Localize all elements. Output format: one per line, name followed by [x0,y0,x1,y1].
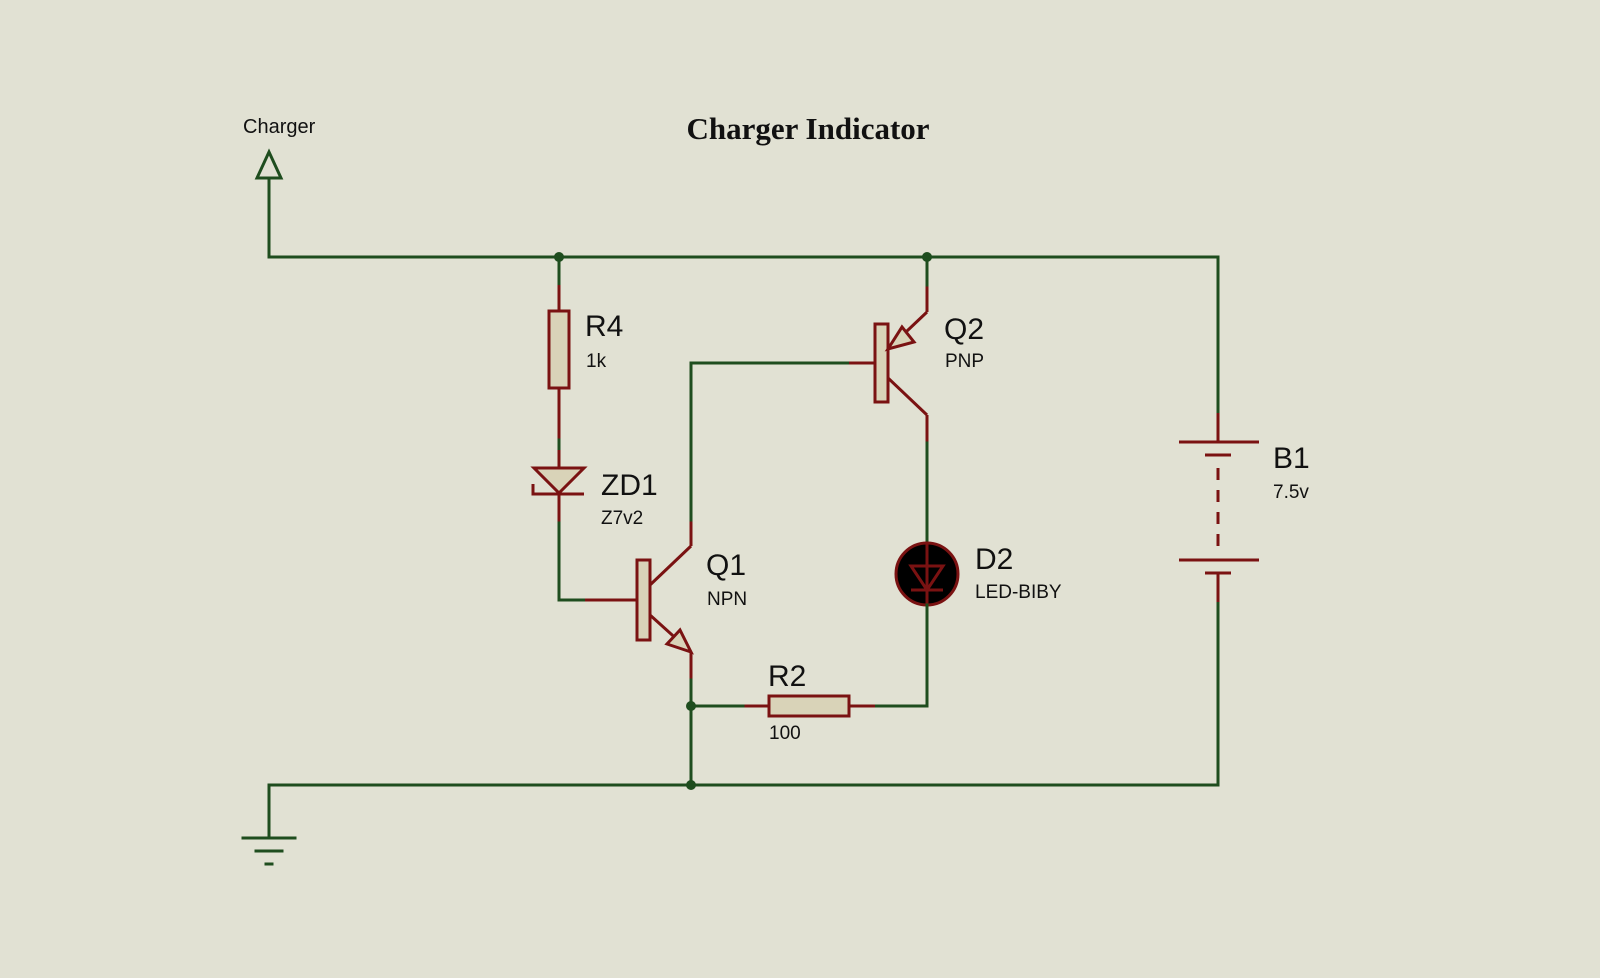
wire [873,603,929,708]
zener-bar-icon [531,484,584,496]
resistor-r4[interactable]: R4 1k [547,255,623,440]
npn-arrow-icon [664,627,694,655]
q1-value-label: NPN [707,589,747,610]
b1-value-label: 7.5v [1273,482,1309,503]
q1-ref-label: Q1 [706,549,746,582]
d2-ref-label: D2 [975,543,1013,576]
zd1-value-label: Z7v2 [601,508,643,529]
charger-terminal[interactable]: Charger [243,116,316,259]
diagram-title: Charger Indicator [686,111,929,146]
terminal-arrow-icon [254,148,284,180]
pnp-arrow-icon [884,324,917,352]
r2-ref-label: R2 [768,660,806,693]
d2-value-label: LED-BIBY [975,582,1062,603]
resistor-body [547,309,571,390]
transistor-q2[interactable]: Q2 PNP [849,285,984,443]
zener-triangle-icon [530,466,588,496]
led-d2[interactable]: D2 LED-BIBY [894,541,1062,607]
resistor-r2[interactable]: R2 100 [743,660,875,744]
r4-value-label: 1k [586,351,607,372]
q2-ref-label: Q2 [944,313,984,346]
zener-zd1[interactable]: ZD1 Z7v2 [530,450,658,529]
q2-value-label: PNP [945,351,984,372]
charger-terminal-label: Charger [243,116,316,138]
collector-lead [886,376,929,417]
b1-ref-label: B1 [1273,442,1310,475]
zd1-ref-label: ZD1 [601,469,658,502]
collector-lead [648,544,693,587]
wire [557,521,587,602]
ground-symbol [241,783,297,866]
transistor-base-bar [873,322,890,404]
battery-b1[interactable]: B1 7.5v [1179,413,1310,602]
resistor-body [767,694,851,718]
diode-triangle-icon [908,564,946,593]
transistor-q1[interactable]: Q1 NPN [585,520,747,680]
transistor-base-bar [635,558,652,642]
r2-value-label: 100 [769,723,801,744]
wire [689,361,851,522]
r4-ref-label: R4 [585,310,623,343]
